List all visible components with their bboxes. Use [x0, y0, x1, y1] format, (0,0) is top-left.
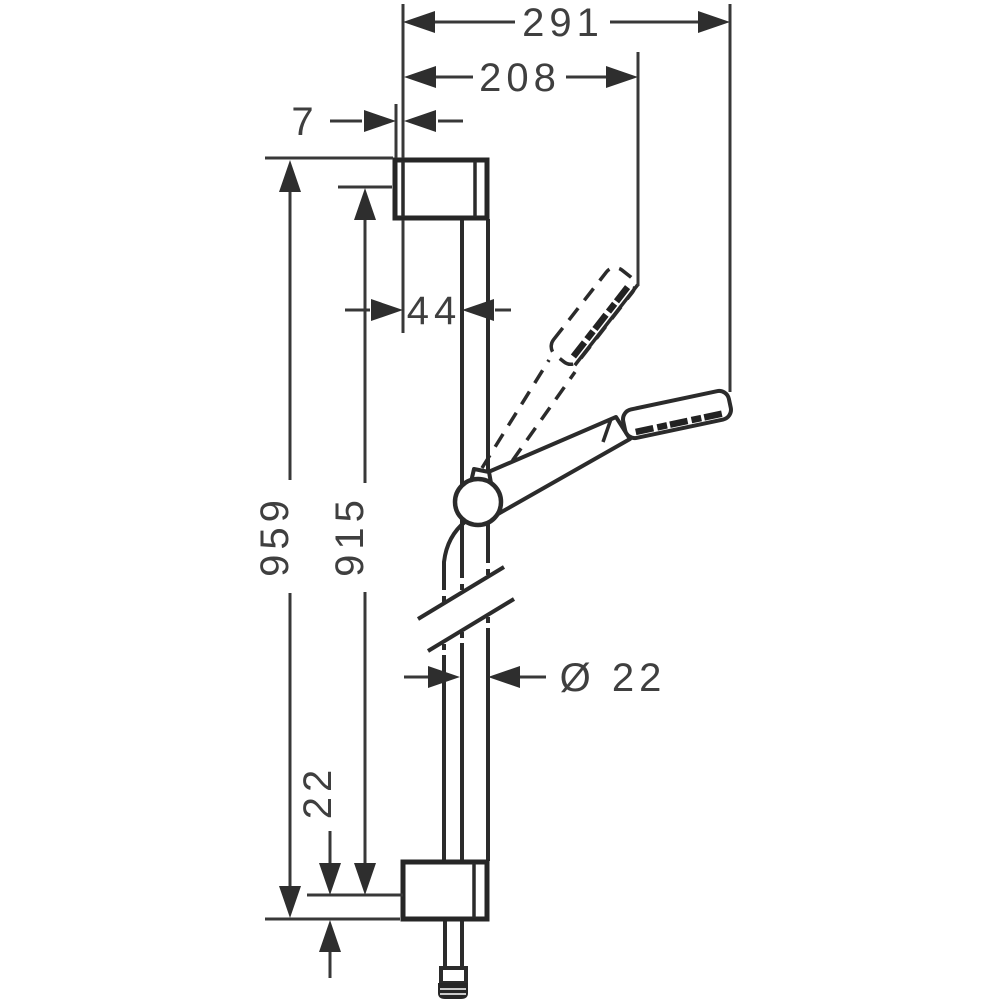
dim-label-22: 22 [296, 765, 340, 820]
arrowhead-22-up [319, 920, 341, 952]
arrowhead-dia22-left [428, 666, 460, 688]
dim-label-291: 291 [522, 1, 604, 45]
dim-bar-diameter: Ø 22 [404, 656, 667, 700]
arrowhead-208-right [606, 66, 638, 88]
dim-overall-height: 959 [253, 156, 400, 921]
break-line-upper [416, 565, 506, 621]
arrowhead-915-bottom [354, 863, 376, 895]
slide-bar-rail [416, 219, 516, 861]
hose-below-bracket [443, 921, 464, 967]
dim-label-dia22: Ø 22 [560, 656, 667, 700]
head-spray-face [635, 409, 726, 436]
arrowhead-44-left [371, 299, 403, 321]
alt-handle-edge-left [480, 359, 551, 469]
dim-label-44: 44 [407, 289, 462, 333]
alt-head-outline [549, 265, 637, 367]
shower-hose [438, 519, 468, 999]
hose-nut-collar [439, 966, 468, 985]
arrowhead-dia22-right [488, 666, 520, 688]
arrowhead-22-down [319, 863, 341, 895]
top-bracket-body [392, 157, 490, 221]
alt-handle-edge-right [496, 370, 577, 483]
alt-head-face-edge [573, 283, 640, 367]
arrowhead-7-right [404, 110, 436, 132]
hose-nut-ridges [440, 988, 466, 995]
dim-head-projection: 208 [404, 52, 640, 286]
arrowhead-7-left [364, 110, 396, 132]
arrowhead-915-top [354, 188, 376, 220]
alt-shower-head [549, 265, 640, 367]
bottom-wall-bracket [400, 859, 490, 922]
dim-bar-to-wall: 44 [345, 220, 511, 333]
break-line-lower [426, 597, 516, 653]
arrowhead-208-left [404, 66, 436, 88]
alt-head-spray-face [570, 283, 632, 359]
arrowhead-959-top [279, 160, 301, 192]
pivot-ball [452, 476, 504, 528]
arrowhead-44-right [462, 299, 494, 321]
arrowhead-959-bottom [279, 886, 301, 918]
hose-nut-cap [438, 983, 468, 999]
hand-shower [484, 388, 733, 516]
top-wall-bracket [392, 157, 490, 221]
hand-shower-alt-position [480, 265, 640, 483]
dim-overall-projection: 291 [401, 1, 732, 392]
arrowhead-291-right [698, 11, 730, 33]
slider-pivot [452, 467, 504, 528]
dim-wall-plate-offset: 7 [291, 100, 463, 158]
dim-label-959: 959 [253, 495, 297, 577]
shower-head [621, 388, 733, 441]
dim-bracket-height: 22 [296, 765, 341, 978]
hose-left-edge [442, 519, 468, 861]
dim-bar-height: 915 [307, 185, 403, 897]
dim-label-7: 7 [291, 100, 318, 144]
handle-head-joint [601, 418, 613, 443]
dim-label-208: 208 [479, 56, 561, 100]
dim-label-915: 915 [328, 495, 372, 577]
arrowhead-291-left [403, 11, 435, 33]
